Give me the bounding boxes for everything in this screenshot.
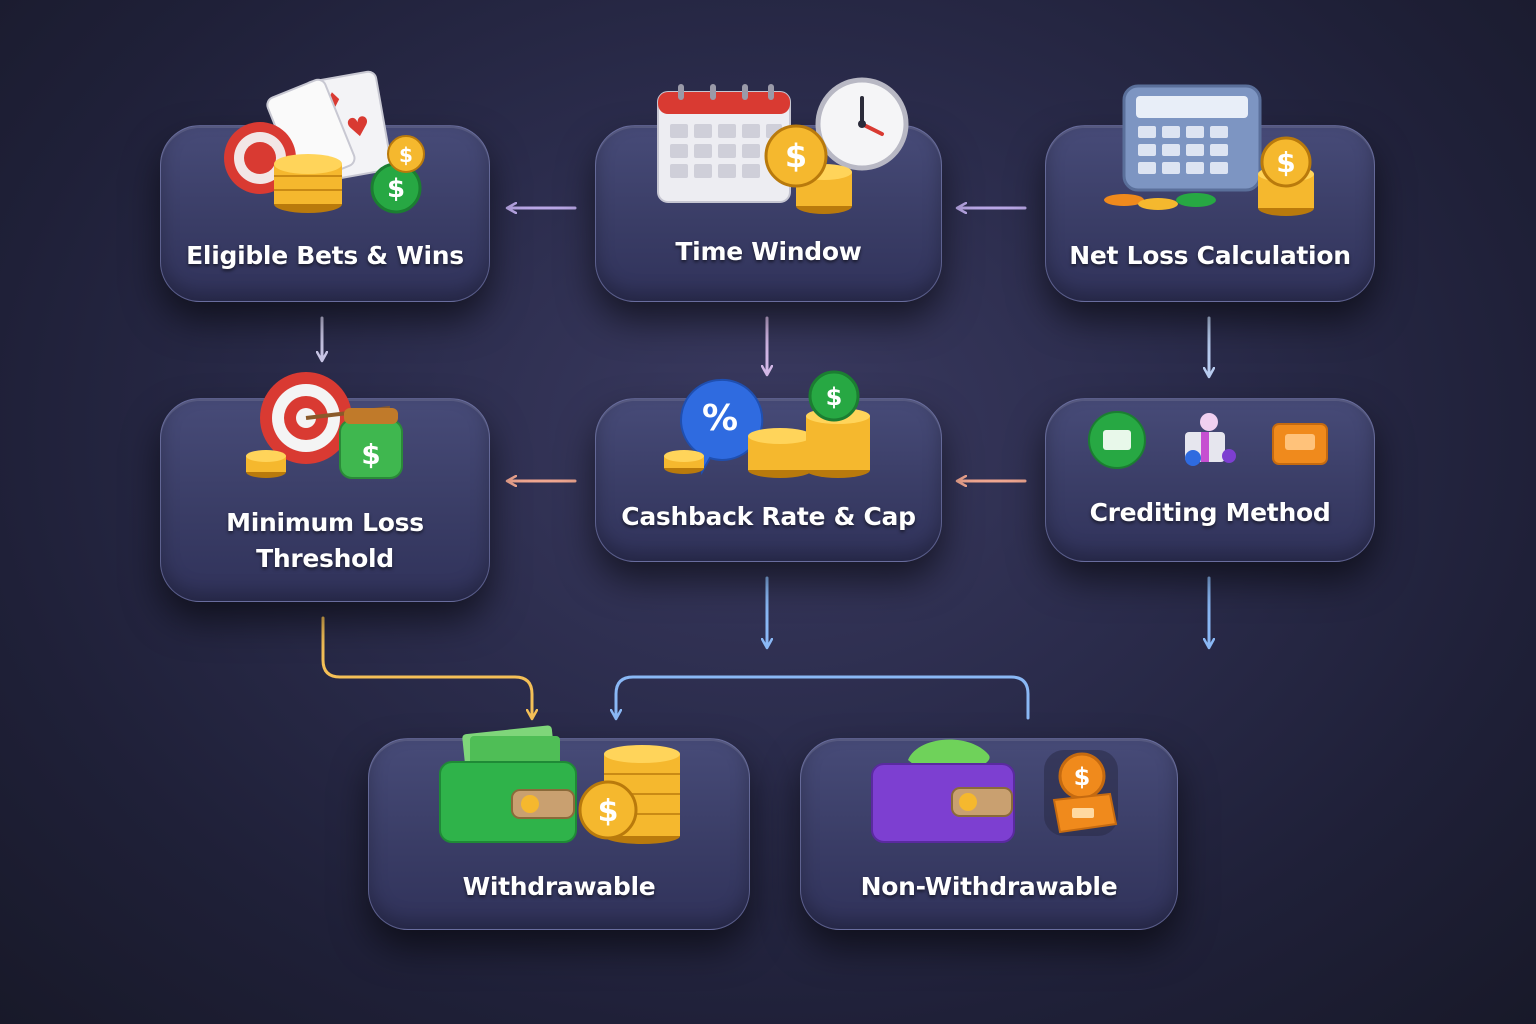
green-wallet-coins-icon: $ <box>439 725 680 844</box>
crediting-options-icon <box>1088 411 1328 469</box>
svg-text:$: $ <box>399 143 413 167</box>
target-money-bag-icon: $ <box>246 372 403 479</box>
gift-icon <box>1185 413 1236 466</box>
casino-chips-cards-coins-icon: $ $ <box>224 70 425 214</box>
node-label: Eligible Bets & Wins <box>186 241 464 270</box>
arrow-split-to-withdrawable <box>616 675 1030 718</box>
node-cashback-rate-cap: Cashback Rate & Cap <box>595 398 942 562</box>
node-label: Non-Withdrawable <box>860 872 1118 901</box>
svg-text:$: $ <box>361 438 380 471</box>
node-label: Crediting Method <box>1089 498 1331 527</box>
node-label: Withdrawable <box>462 872 656 901</box>
calendar-clock-coins-icon: $ <box>657 77 909 214</box>
svg-text:$: $ <box>826 383 843 411</box>
percent-badge-coins-icon: % $ <box>664 370 870 478</box>
node-label: Minimum Loss Threshold <box>226 508 424 573</box>
svg-text:$: $ <box>1276 146 1295 179</box>
node-label: Net Loss Calculation <box>1069 241 1351 270</box>
svg-text:%: % <box>702 398 738 439</box>
calculator-coins-icon: $ <box>1104 84 1314 216</box>
svg-text:$: $ <box>387 174 405 204</box>
svg-text:$: $ <box>785 137 807 175</box>
node-label: Time Window <box>675 237 862 266</box>
svg-text:$: $ <box>1074 763 1091 791</box>
arrow-threshold-to-withdrawable <box>321 616 532 718</box>
svg-text:$: $ <box>598 794 619 829</box>
purple-wallet-locked-coin-icon: $ <box>871 739 1118 843</box>
node-label: Cashback Rate & Cap <box>621 502 916 531</box>
